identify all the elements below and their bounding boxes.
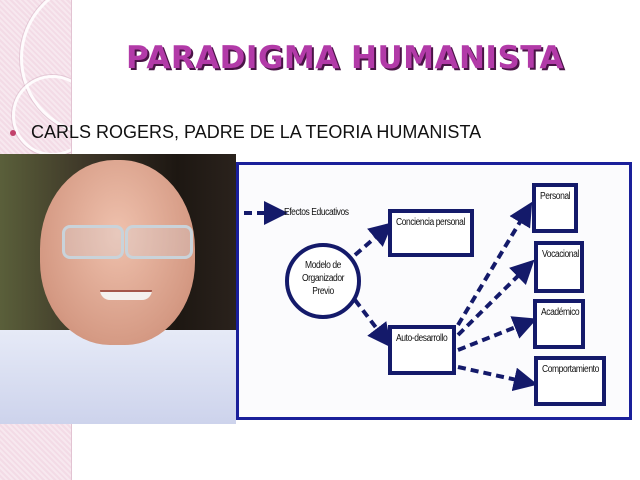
center-node: Modelo de Organizador Previo (285, 243, 361, 319)
node-label: Personal (540, 191, 571, 202)
node-label: Comportamiento (542, 364, 599, 375)
node-label: Académico (541, 307, 580, 318)
node-label: Auto-desarrollo (396, 333, 448, 344)
node-vocacional: Vocacional (534, 241, 584, 293)
node-academico: Académico (533, 299, 585, 349)
center-node-line: Modelo de (305, 260, 341, 271)
bullet-item: CARLS ROGERS, PADRE DE LA TEORIA HUMANIS… (10, 122, 481, 143)
slide-title: PARADIGMA HUMANISTA (125, 40, 565, 76)
bullet-dot-icon (10, 129, 16, 136)
node-auto-desarrollo: Auto-desarrollo (388, 325, 456, 375)
node-personal: Personal (532, 183, 578, 233)
node-conciencia-personal: Conciencia personal (388, 209, 474, 257)
node-label: Vocacional (542, 249, 579, 260)
legend-label: Efectos Educativos (284, 207, 349, 218)
center-node-line: Organizador (301, 273, 345, 284)
node-label: Conciencia personal (396, 217, 465, 228)
bullet-text: CARLS ROGERS, PADRE DE LA TEORIA HUMANIS… (31, 122, 482, 142)
center-node-line: Previo (312, 286, 334, 297)
node-comportamiento: Comportamiento (534, 356, 606, 406)
